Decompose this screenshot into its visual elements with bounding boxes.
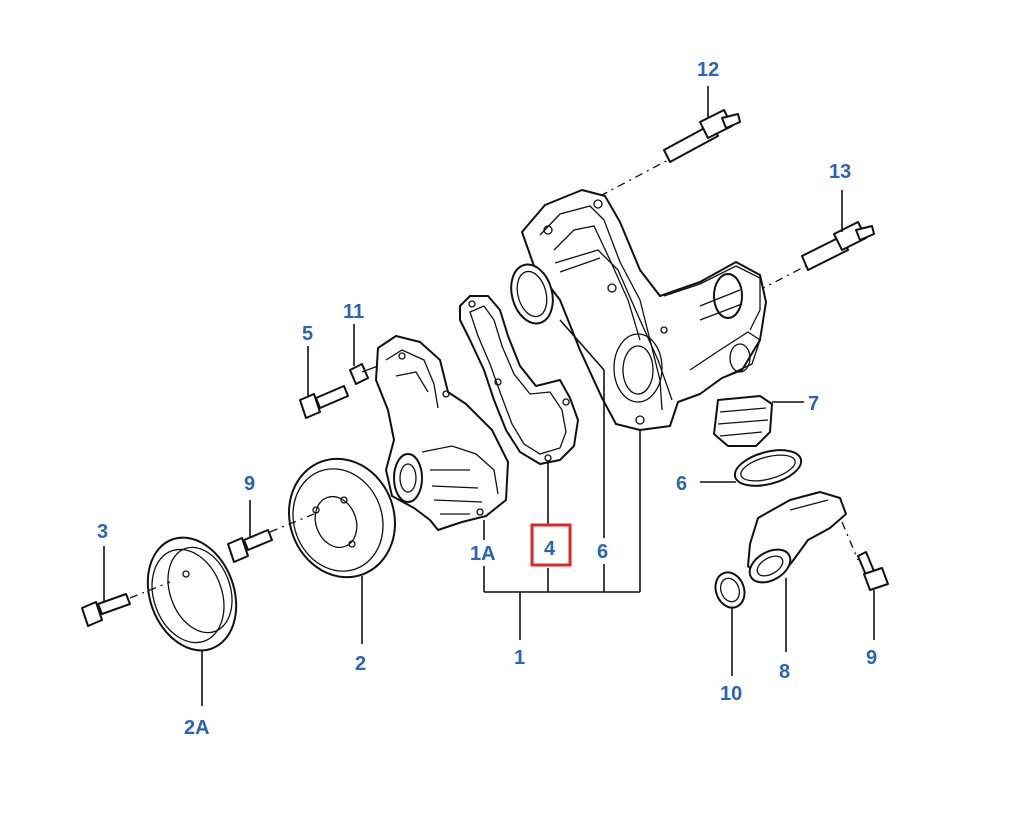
- bolt-5: [299, 346, 349, 419]
- bolt-9-right: [841, 521, 889, 640]
- seal-7: [713, 395, 804, 447]
- callout-9-left: 9: [244, 473, 255, 495]
- bolt-3: [81, 546, 171, 627]
- callout-1a: 1A: [470, 543, 496, 565]
- bolt-13: [739, 190, 875, 301]
- callout-8: 8: [779, 661, 790, 683]
- clip-11: [349, 324, 379, 385]
- callout-5: 5: [302, 323, 313, 345]
- pump-body: [375, 335, 509, 531]
- bolt-12: [599, 86, 741, 197]
- pulley-2a: [146, 536, 238, 706]
- callout-10: 10: [720, 683, 742, 705]
- callout-7: 7: [808, 393, 819, 415]
- callout-3: 3: [97, 521, 108, 543]
- pump-housing: [521, 189, 767, 431]
- outlet-8: [747, 491, 847, 652]
- callout-12: 12: [697, 59, 719, 81]
- highlight-box-4: [530, 523, 572, 567]
- o-ring-seal: [510, 263, 554, 325]
- callout-11: 11: [343, 301, 364, 323]
- o-ring-10: [714, 571, 746, 676]
- callout-6-bottom: 6: [597, 541, 608, 563]
- callout-9-right: 9: [866, 647, 877, 669]
- o-ring-6: [700, 449, 803, 487]
- pulley-2: [288, 457, 396, 644]
- callout-13: 13: [829, 161, 851, 183]
- bolt-9-left: [227, 500, 315, 563]
- pump-gasket: [459, 295, 579, 465]
- callout-2: 2: [355, 653, 366, 675]
- callout-6-right: 6: [676, 473, 687, 495]
- callout-4: 4: [544, 538, 556, 560]
- callout-1: 1: [514, 647, 525, 669]
- group-bracket: [483, 319, 641, 640]
- callout-2a: 2A: [184, 717, 210, 739]
